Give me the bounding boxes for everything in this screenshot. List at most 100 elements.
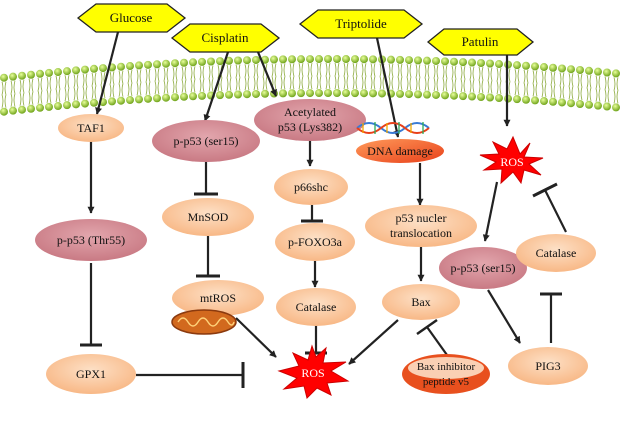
lipid-head [45,102,53,111]
node-pig3: PIG3 [508,347,588,385]
lipid-tail [37,77,43,104]
lipid-head [261,89,269,98]
node-label-ros-top: ROS [500,155,523,169]
lipid-tail [397,63,403,90]
lipid-head [36,69,44,78]
lipid-head [288,55,296,64]
lipid-head [441,57,449,66]
node-mnsod: MnSOD [162,198,254,236]
lipid-tail [433,64,439,92]
node-label-translocation-line1: p53 nucler [396,211,447,225]
stimulus-cisplatin: Cisplatin [170,23,281,53]
stimulus-label-glucose: Glucose [110,10,153,25]
lipid-head [252,89,260,98]
node-catalase-right: Catalase [516,234,596,272]
lipid-head [144,60,152,69]
lipid-head [144,94,152,103]
lipid-head [459,58,467,67]
lipid-head [423,56,431,65]
lipid-head [81,99,89,108]
node-label-catalase-right: Catalase [536,246,577,260]
lipid-head [594,67,602,76]
lipid-head [369,89,377,98]
lipid-head [36,103,44,112]
lipid-head [549,97,557,106]
lipid-head [9,72,17,81]
lipid-head [234,56,242,65]
lipid-tail [460,66,466,93]
node-label-mnsod: MnSOD [188,210,229,224]
lipid-tail [595,75,601,102]
edge-cisplatin-acetylated [256,51,278,97]
lipid-tail [298,63,304,90]
lipid-head [585,100,593,109]
lipid-head [72,66,80,75]
node-p-p53-ser15-right: p-p53 (ser15) [439,247,527,289]
lipid-head [342,55,350,64]
lipid-head [315,55,323,64]
node-label-taf1: TAF1 [77,121,105,135]
lipid-head [423,90,431,99]
lipid-tail [361,63,367,90]
lipid-head [189,58,197,67]
lipid-head [540,97,548,106]
lipid-head [90,64,98,73]
lipid-head [459,92,467,101]
lipid-tail [163,67,169,94]
lipid-tail [118,70,124,97]
lipid-tail [190,66,196,93]
stimulus-label-cisplatin: Cisplatin [202,30,249,45]
lipid-tail [136,69,142,96]
lipid-head [306,89,314,98]
lipid-head [153,94,161,103]
lipid-tail [532,70,538,97]
node-ros-bottom: ROS [277,344,350,399]
lipid-head [162,59,170,68]
lipid-head [135,95,143,104]
lipid-head [558,64,566,73]
node-label-p-p53-thr55: p-p53 (Thr55) [57,233,125,247]
lipid-head [198,57,206,66]
lipid-head [612,69,620,78]
lipid-head [522,61,530,70]
lipid-head [468,58,476,67]
lipid-tail [352,63,358,90]
node-label-p-p53-ser15-left: p-p53 (ser15) [174,134,239,148]
stimulus-glucose: Glucose [76,3,187,33]
lipid-tail [82,73,88,100]
lipid-head [342,89,350,98]
lipid-head [576,100,584,108]
lipid-head [54,68,62,77]
node-taf1: TAF1 [58,114,124,142]
lipid-head [270,55,278,64]
lipid-head [297,89,305,98]
lipid-head [450,57,458,66]
lipid-head [324,89,332,98]
lipid-head [477,59,485,68]
lipid-head [63,101,71,110]
lipid-tail [208,65,214,92]
edge-cisplatin-pp53ser15 [203,51,230,122]
lipid-head [495,94,503,103]
lipid-tail [55,75,61,103]
lipid-head [207,57,215,66]
lipid-head [45,68,53,77]
lipid-head [396,55,404,64]
lipid-head [234,90,242,99]
lipid-head [324,55,332,64]
node-bax: Bax [382,284,460,320]
lipid-tail [487,67,493,94]
lipid-head [117,96,125,105]
lipid-tail [271,63,277,90]
lipid-head [396,89,404,98]
lipid-tail [280,63,286,90]
lipid-head [279,55,287,64]
lipid-tail [325,62,331,90]
lipid-head [567,65,575,74]
lipid-head [306,55,314,64]
lipid-head [243,56,251,65]
lipid-tail [370,63,376,90]
node-p-p53-ser15-left: p-p53 (ser15) [152,120,260,162]
lipid-tail [316,62,322,90]
